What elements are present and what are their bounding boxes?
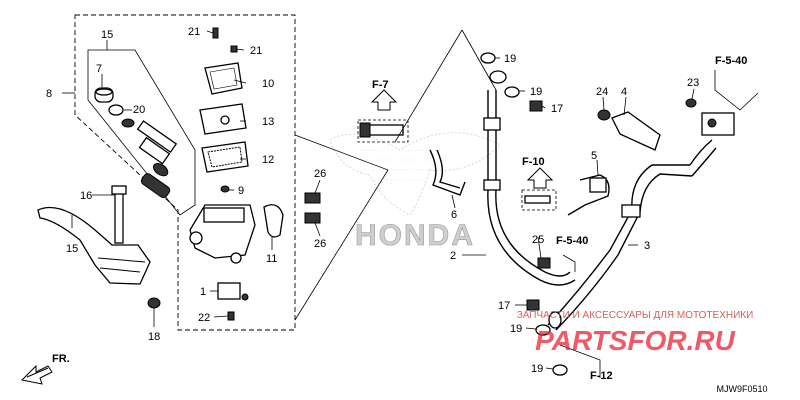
callout-19b: 19 bbox=[530, 86, 542, 98]
front-direction-label: FR. bbox=[52, 353, 70, 365]
callout-19a: 19 bbox=[504, 53, 516, 65]
ref-arrow-f7 bbox=[370, 89, 398, 111]
ref-f7: F-7 bbox=[372, 79, 389, 91]
part-12-diaphragm bbox=[201, 141, 249, 173]
hose-link-upper-b bbox=[461, 29, 497, 91]
callout-18: 18 bbox=[148, 331, 160, 343]
bolt-f10 bbox=[524, 195, 551, 204]
part-24-bolt bbox=[597, 109, 611, 121]
group-link-bottom bbox=[294, 169, 389, 321]
part-7-cap bbox=[94, 87, 114, 103]
callout-21a: 21 bbox=[188, 26, 200, 38]
callout-19d: 19 bbox=[531, 363, 543, 375]
part-21-screw-a bbox=[212, 27, 219, 39]
group-link-top bbox=[294, 134, 389, 171]
part-1-stop-switch bbox=[217, 282, 249, 301]
diagram-code: MJW9F0510 bbox=[716, 384, 767, 394]
callout-26b: 26 bbox=[314, 238, 326, 250]
callout-12: 12 bbox=[262, 154, 274, 166]
part-10-reservoir-cap bbox=[204, 62, 243, 95]
part-16-bolt bbox=[111, 185, 127, 244]
brake-hose-lower bbox=[547, 139, 717, 331]
brake-hose-upper bbox=[483, 70, 576, 286]
part-25-bolt bbox=[537, 257, 551, 269]
ref-f12: F-12 bbox=[590, 370, 613, 382]
part-26-bolt-b bbox=[304, 212, 321, 224]
callout-3: 3 bbox=[644, 240, 650, 252]
master-cylinder-body bbox=[189, 204, 256, 264]
washers-19 bbox=[480, 52, 568, 376]
ref-f540-mid: F-5-40 bbox=[556, 235, 588, 247]
part-23-bolt bbox=[685, 98, 697, 108]
callout-11: 11 bbox=[266, 253, 277, 265]
part-6-clamp bbox=[429, 149, 466, 196]
callout-16: 16 bbox=[80, 190, 92, 202]
part-9-screw bbox=[220, 185, 230, 193]
callout-9: 9 bbox=[238, 185, 244, 197]
callout-21b: 21 bbox=[250, 45, 262, 57]
ref-f540-top: F-5-40 bbox=[715, 55, 747, 67]
part-26-bolt-a bbox=[304, 192, 321, 204]
callout-23: 23 bbox=[687, 77, 699, 89]
part-22-screw bbox=[227, 311, 235, 321]
part-5-clip bbox=[567, 174, 610, 216]
part-17-bolt-a bbox=[529, 100, 543, 112]
f540-mid-leader bbox=[562, 254, 576, 272]
callout-10: 10 bbox=[262, 78, 274, 90]
callout-17a: 17 bbox=[551, 103, 563, 115]
callout-4: 4 bbox=[621, 86, 627, 98]
part-13-plate bbox=[199, 103, 247, 135]
callout-8: 8 bbox=[46, 88, 52, 100]
callout-26a: 26 bbox=[314, 168, 326, 180]
callout-7: 7 bbox=[96, 63, 102, 75]
ref-f10: F-10 bbox=[522, 156, 545, 168]
piston-assembly bbox=[136, 120, 178, 199]
callout-leaders bbox=[62, 30, 695, 370]
callout-22: 22 bbox=[198, 312, 210, 324]
part-18-nut bbox=[147, 297, 161, 309]
honda-wordmark: HONDA bbox=[355, 219, 475, 252]
hose-link-upper bbox=[394, 29, 463, 143]
part-4-bracket bbox=[611, 111, 661, 151]
callout-15: 15 bbox=[66, 243, 78, 255]
callout-17b: 17 bbox=[498, 300, 510, 312]
f12-leader bbox=[559, 344, 601, 378]
ref-box-f7 bbox=[357, 119, 409, 143]
bolt-f7 bbox=[359, 122, 404, 138]
shop-watermark: PARTSFOR.RU bbox=[535, 325, 735, 356]
ref-box-f10 bbox=[521, 189, 557, 211]
shop-caption: ЗАПЧАСТИ И АКСЕССУАРЫ ДЛЯ МОТОТЕХНИКИ bbox=[517, 310, 754, 321]
part-20-circlip bbox=[108, 104, 135, 128]
callout-20: 20 bbox=[133, 104, 145, 116]
master-cylinder-group-outline bbox=[74, 14, 296, 331]
ref-arrow-f10 bbox=[526, 167, 554, 189]
callout-25: 25 bbox=[532, 234, 544, 246]
part-15-lever bbox=[37, 206, 151, 285]
reservoir-parts-outline bbox=[87, 49, 196, 216]
caliper-fitting bbox=[701, 112, 735, 136]
front-direction-arrow bbox=[20, 364, 53, 385]
part-11-holder-clamp bbox=[263, 204, 284, 238]
callout-14: 15 bbox=[101, 29, 113, 41]
callout-6: 6 bbox=[451, 209, 457, 221]
honda-watermark bbox=[329, 132, 501, 216]
f540-top-leader bbox=[714, 70, 759, 111]
callout-1: 1 bbox=[200, 286, 206, 298]
callout-5: 5 bbox=[591, 150, 597, 162]
callout-numbers: 8 15 7 20 21 21 10 13 12 9 11 1 22 16 15… bbox=[46, 26, 699, 375]
callout-2: 2 bbox=[450, 250, 456, 262]
part-17-bolt-b bbox=[526, 299, 540, 311]
callout-24: 24 bbox=[596, 86, 608, 98]
callout-13: 13 bbox=[262, 116, 274, 128]
callout-19c: 19 bbox=[510, 323, 522, 335]
